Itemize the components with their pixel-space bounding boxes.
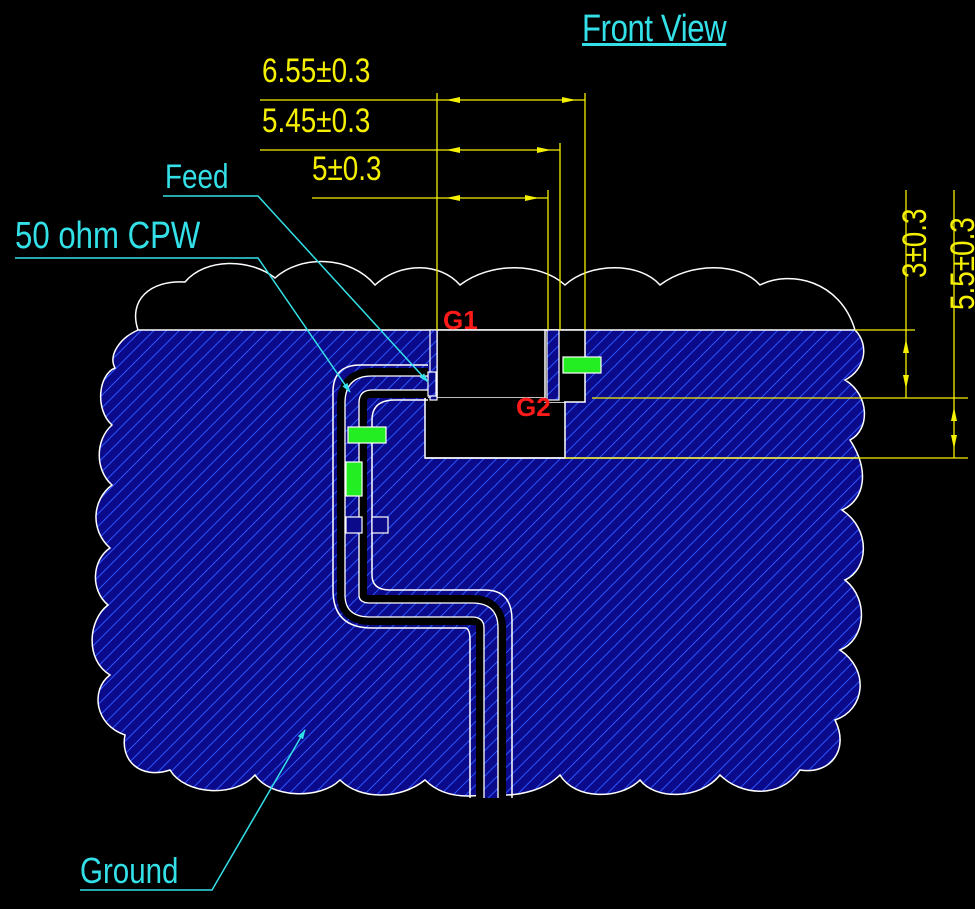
pad-right [371, 516, 389, 534]
horizontal-dimensions [260, 93, 586, 330]
g2-strip [546, 329, 560, 401]
leader-lines [15, 195, 429, 891]
dimension-arrows [446, 97, 576, 201]
vertical-dimension-arrows [903, 339, 957, 449]
g2-label: G2 [516, 392, 551, 422]
ground-label: Ground [80, 850, 179, 891]
board-cloud-outline [134, 260, 856, 331]
feed-pad [427, 371, 437, 397]
page-title: Front View [582, 8, 727, 50]
feed-label: Feed [165, 158, 229, 196]
dimension-5-5: 5.5±0.3 [944, 217, 975, 310]
slot-join [426, 398, 564, 402]
component-g2 [562, 356, 602, 374]
component-shunt [345, 461, 363, 497]
cpw-conductor-edge-right [358, 389, 499, 798]
cpw-outer-gap [332, 364, 471, 798]
pad-left [345, 516, 363, 534]
ground-plane [91, 329, 866, 797]
component-series [347, 426, 387, 444]
dimension-3: 3±0.3 [896, 208, 934, 278]
dimension-6-55: 6.55±0.3 [262, 52, 371, 90]
dimension-5: 5±0.3 [312, 150, 382, 188]
g1-label: G1 [443, 305, 478, 335]
cpw-inner-gap [371, 399, 513, 798]
antenna-slot [424, 329, 586, 459]
cpw-label: 50 ohm CPW [15, 215, 201, 257]
g1-strip [429, 329, 438, 401]
dimension-5-45: 5.45±0.3 [262, 102, 371, 140]
cpw-conductor-edge-left [344, 375, 485, 798]
cpw-center-conductor [345, 376, 498, 798]
